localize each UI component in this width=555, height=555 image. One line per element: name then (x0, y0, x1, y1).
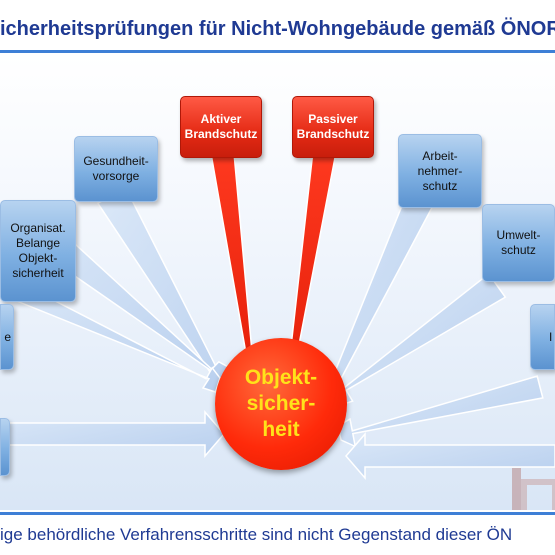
arrow-right-partial (337, 375, 544, 448)
footer-divider (0, 512, 555, 515)
diagram-panel: Aktiver Brandschutz Passiver Brandschutz… (0, 56, 555, 510)
watermark-logo (512, 468, 555, 510)
box-aktiver-brandschutz: Aktiver Brandschutz (180, 96, 262, 158)
box-left-partial: e (0, 304, 14, 370)
right-partial-label: I (549, 329, 553, 344)
arbeitnehmerschutz-label: Arbeit- nehmer- schutz (417, 148, 463, 193)
box-passiver-brandschutz: Passiver Brandschutz (292, 96, 374, 158)
box-left-low-partial (0, 418, 10, 476)
box-gesundheitvorsorge: Gesundheit- vorsorge (74, 136, 158, 202)
gesundheitvorsorge-label: Gesundheit- vorsorge (83, 154, 149, 183)
center-objektsicherheit: Objekt- sicher- heit (215, 338, 347, 470)
title-bar: icherheitsprüfungen für Nicht-Wohngebäud… (0, 0, 555, 56)
arrow-left-low (0, 409, 225, 459)
box-organisat-belange: Organisat. Belange Objekt- sicherheit (0, 200, 76, 302)
organisat-belange-label: Organisat. Belange Objekt- sicherheit (10, 221, 66, 280)
box-umweltschutz: Umwelt- schutz (482, 204, 555, 282)
left-partial-label: e (4, 329, 11, 344)
aktiver-brandschutz-label: Aktiver Brandschutz (184, 112, 258, 141)
arrow-layer (0, 141, 555, 481)
box-arbeitnehmerschutz: Arbeit- nehmer- schutz (398, 134, 482, 208)
footer-bar: ige behördliche Verfahrensschritte sind … (0, 510, 555, 555)
center-label: Objekt- sicher- heit (244, 366, 318, 441)
arrow-right-low (345, 431, 555, 481)
umweltschutz-label: Umwelt- schutz (496, 228, 541, 257)
footer-note: ige behördliche Verfahrensschritte sind … (0, 525, 513, 544)
passiver-brandschutz-label: Passiver Brandschutz (296, 112, 370, 141)
diagram-title: icherheitsprüfungen für Nicht-Wohngebäud… (0, 18, 555, 40)
title-divider (0, 50, 555, 53)
watermark-icon (512, 468, 555, 510)
box-right-partial: I (530, 304, 555, 370)
